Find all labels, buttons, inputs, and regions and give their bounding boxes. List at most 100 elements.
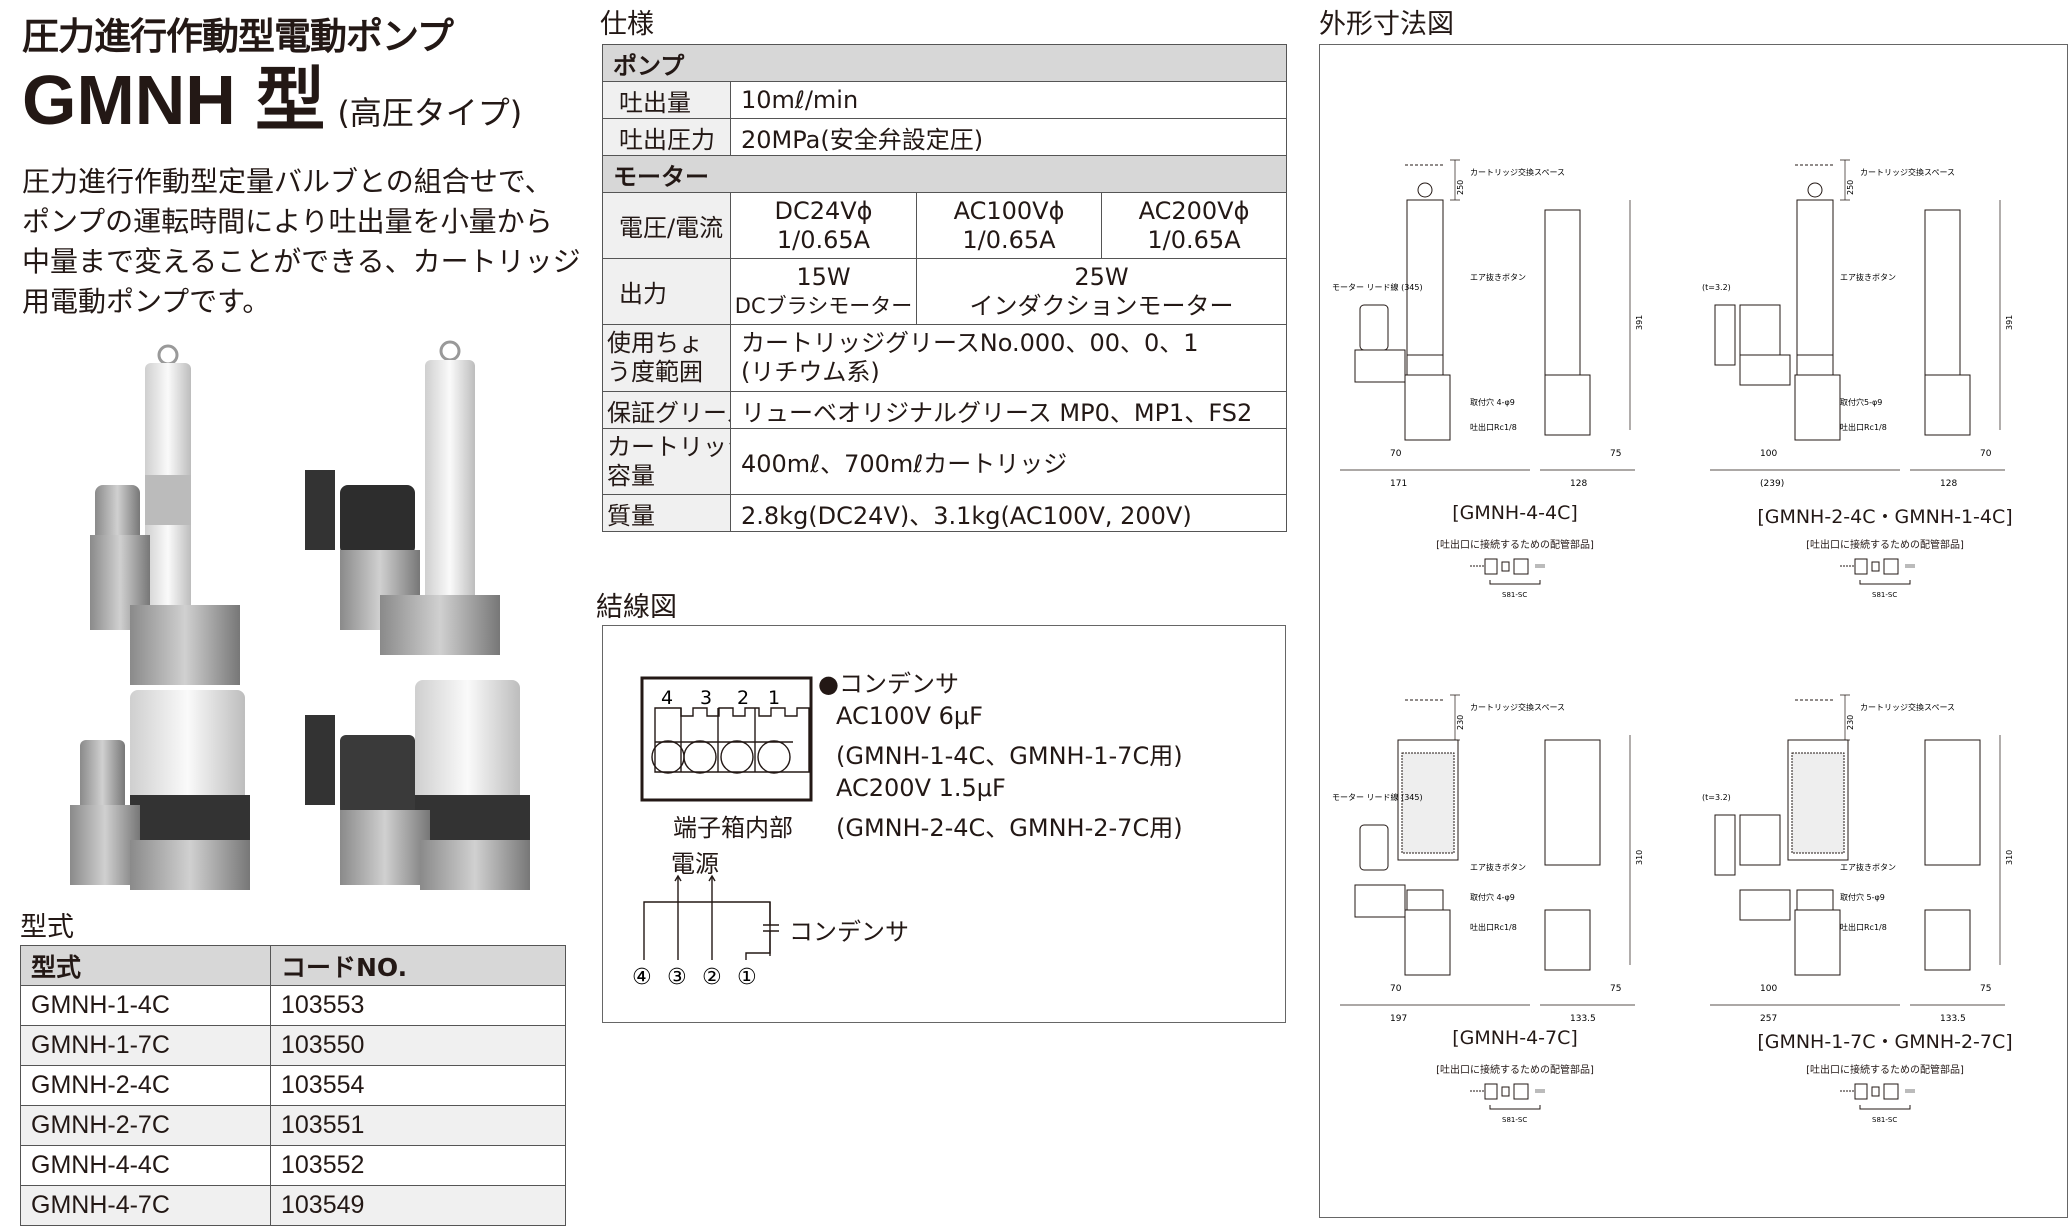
ac100-note: (GMNH-1-4C、GMNH-1-7C用): [836, 742, 1183, 770]
width-dimension: 70: [1980, 449, 1992, 459]
dimension-drawings: [1319, 44, 2068, 1218]
code-cell: 103550: [270, 1025, 566, 1066]
pump-outline-drawing: カートリッジ交換スペース 230 310 (t=3.2) エア抜きボタン 取付穴…: [1702, 694, 2014, 1024]
parts-code: S81-SC: [1502, 591, 1527, 599]
outlet-label: 吐出口Rc1/8: [1470, 422, 1517, 432]
drawing-caption: [GMNH-1-7C・GMNH-2-7C]: [1757, 1031, 2013, 1053]
ac200-note: (GMNH-2-4C、GMNH-2-7C用): [836, 814, 1183, 842]
pressure-value: 20MPa(安全弁設定圧): [729, 118, 1288, 156]
label-line: カートリッジ: [607, 432, 730, 461]
table-header-row: 型式コードNO.: [20, 945, 566, 986]
photo-gmnh-1-7c: [305, 680, 530, 890]
pin-label: ③: [667, 965, 687, 990]
width-dimension: 133.5: [1940, 1014, 1966, 1024]
air-vent-label: エア抜きボタン: [1470, 862, 1526, 872]
model-cell: GMNH-4-7C: [20, 1185, 271, 1226]
code-cell: 103554: [270, 1065, 566, 1106]
grease-line: カートリッジグリースNo.000、00、0、1: [741, 329, 1199, 357]
width-dimension: 257: [1760, 1014, 1777, 1024]
voltage: AC200Vϕ: [1138, 196, 1250, 225]
circuit-lines: [643, 874, 779, 960]
parts-label: [吐出口に接続するための配管部品]: [1436, 1065, 1594, 1076]
width-dimension: 133.5: [1570, 1014, 1596, 1024]
cartridge-space-label: カートリッジ交換スペース: [1860, 167, 1955, 177]
air-vent-label: エア抜きボタン: [1840, 272, 1896, 282]
pump-section: ポンプ: [601, 44, 1288, 82]
description-line: 中量まで変えることができる、カートリッジ: [22, 245, 581, 278]
motor-lead-label: (t=3.2): [1702, 793, 1731, 802]
code-cell: 103549: [270, 1185, 566, 1226]
description-line: 用電動ポンプです。: [22, 285, 271, 318]
width-dimension: 197: [1390, 1014, 1407, 1024]
ac100-spec: AC100V 6μF: [836, 702, 983, 730]
pump-outline-drawing: カートリッジ交換スペース 250 391 モーター リード線 (345) エア抜…: [1332, 159, 1644, 489]
spec-label-cell: 吐出圧力: [602, 118, 731, 156]
cartridge-space-label: カートリッジ交換スペース: [1860, 702, 1955, 712]
dimension-drawing: カートリッジ交換スペース 230 310 (t=3.2) エア抜きボタン 取付穴…: [1700, 665, 2070, 1165]
cartridge-space-label: カートリッジ交換スペース: [1470, 702, 1565, 712]
model-subtitle: (高圧タイプ): [337, 94, 523, 132]
dimension-drawing: カートリッジ交換スペース 250 391 (t=3.2) エア抜きボタン 取付穴…: [1700, 130, 2070, 630]
terminal-box-drawing: 4 3 2 1 ④ ③ ② ①: [632, 676, 813, 990]
model-name: GMNH 型: [22, 61, 326, 139]
grease-value: カートリッジグリースNo.000、00、0、1(リチウム系): [729, 324, 1288, 392]
photo-gmnh-2-4c: [305, 340, 500, 655]
height-dimension: 310: [1635, 850, 1644, 865]
discharge-value: 10mℓ/min: [729, 81, 1288, 119]
width-dimension: 75: [1610, 449, 1621, 459]
drawing-caption: [GMNH-2-4C・GMNH-1-4C]: [1757, 506, 2013, 528]
page-title: 圧力進行作動型電動ポンプ: [22, 15, 454, 58]
power-label: 電源: [671, 850, 719, 878]
description-line: 圧力進行作動型定量バルブとの組合せで、: [22, 165, 553, 198]
parts-label: [吐出口に接続するための配管部品]: [1806, 540, 1964, 551]
space-dimension: 230: [1456, 715, 1465, 730]
air-vent-label: エア抜きボタン: [1840, 862, 1896, 872]
dimension-drawing: カートリッジ交換スペース 230 310 モーター リード線 (345) エア抜…: [1330, 665, 1700, 1165]
pipe-fitting-icon: S81-SC: [1470, 558, 1545, 599]
parts-code: S81-SC: [1502, 1116, 1527, 1124]
outlet-label: 吐出口Rc1/8: [1470, 922, 1517, 932]
current: 1/0.65A: [962, 225, 1056, 254]
pump-outline-drawing: カートリッジ交換スペース 250 391 (t=3.2) エア抜きボタン 取付穴…: [1702, 159, 2014, 489]
pin-label: ④: [632, 965, 652, 990]
mass-value: 2.8kg(DC24V)、3.1kg(AC100V, 200V): [729, 494, 1288, 532]
header-cell: 型式: [20, 945, 271, 986]
terminal-number: 2: [737, 687, 749, 709]
terminal-number: 4: [661, 687, 673, 709]
drawing-caption: [GMNH-4-4C]: [1452, 502, 1578, 524]
space-dimension: 250: [1456, 180, 1465, 195]
width-dimension: 100: [1760, 449, 1777, 459]
model-cell: GMNH-1-4C: [20, 985, 271, 1026]
spec-label-cell: カートリッジ容量: [602, 428, 731, 495]
parts-label: [吐出口に接続するための配管部品]: [1806, 1065, 1964, 1076]
product-photos: [70, 340, 530, 890]
terminal-number: 3: [700, 687, 712, 709]
spec-label-cell: 質量: [602, 494, 731, 532]
pipe-fitting-icon: S81-SC: [1840, 1083, 1915, 1124]
height-dimension: 310: [2005, 850, 2014, 865]
motor-lead-label: モーター リード線 (345): [1332, 792, 1423, 802]
width-dimension: (239): [1760, 479, 1784, 489]
output: 25W: [1074, 262, 1129, 291]
drawing-caption: [GMNH-4-7C]: [1452, 1027, 1578, 1049]
spec-label-cell: 吐出量: [602, 81, 731, 119]
model-cell: GMNH-2-7C: [20, 1105, 271, 1146]
current: 1/0.65A: [1147, 225, 1241, 254]
spec-label: 仕様: [600, 9, 654, 40]
width-dimension: 70: [1390, 984, 1402, 994]
pin-label: ②: [702, 965, 722, 990]
pin-label: ①: [737, 965, 757, 990]
photo-gmnh-4-7c: [70, 690, 250, 890]
motor-lead-label: モーター リード線 (345): [1332, 282, 1423, 292]
width-dimension: 171: [1390, 479, 1407, 489]
code-cell: 103552: [270, 1145, 566, 1186]
motor-type: DCブラシモーター: [734, 293, 913, 318]
spec-label-cell: 出力: [602, 258, 731, 325]
model-table-label: 型式: [20, 912, 74, 943]
